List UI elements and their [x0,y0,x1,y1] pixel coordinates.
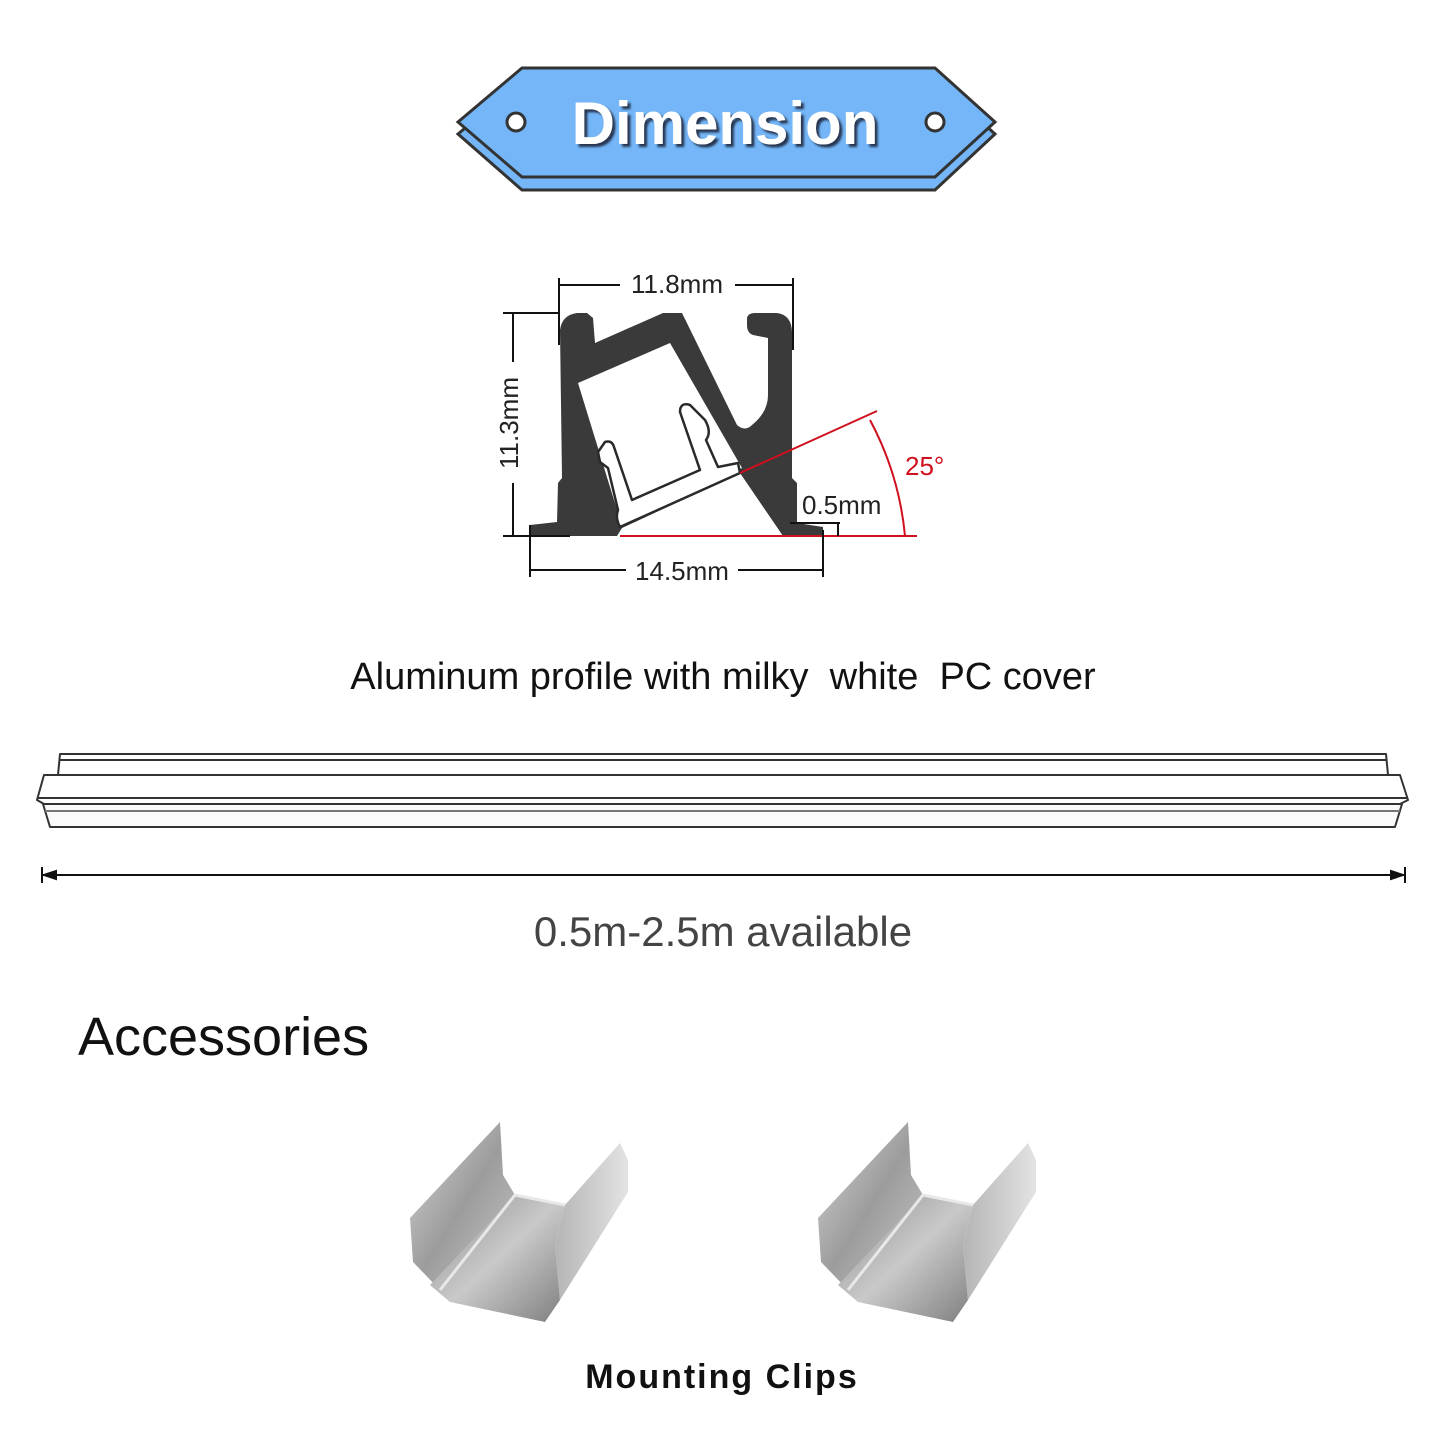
profile-side-view [36,753,1409,828]
banner-title: Dimension [572,90,879,157]
dimension-banner: Dimension [455,66,998,192]
thickness-label: 0.5mm [802,490,881,520]
width-bottom-label: 14.5mm [635,556,729,586]
dimension-lines [503,278,840,577]
banner-dot-icon [505,111,527,133]
mounting-clip-image [818,1122,1036,1322]
width-top-label: 11.8mm [631,269,723,299]
mounting-clip-image [410,1122,628,1322]
length-availability: 0.5m-2.5m available [534,908,912,955]
angle-label: 25° [905,451,944,481]
accessories-heading: Accessories [78,1007,369,1067]
length-arrow [40,867,1407,883]
banner-dot-icon [924,111,946,133]
angle-indicator [620,410,917,537]
mounting-clips-label: Mounting Clips [585,1358,859,1396]
pc-cover [596,403,742,529]
height-label: 11.3mm [494,377,524,469]
profile-cross-section: 25° 11.8mm 11.3mm 14.5mm 0.5mm [494,269,944,586]
profile-caption: Aluminum profile with milky white PC cov… [350,656,1096,698]
